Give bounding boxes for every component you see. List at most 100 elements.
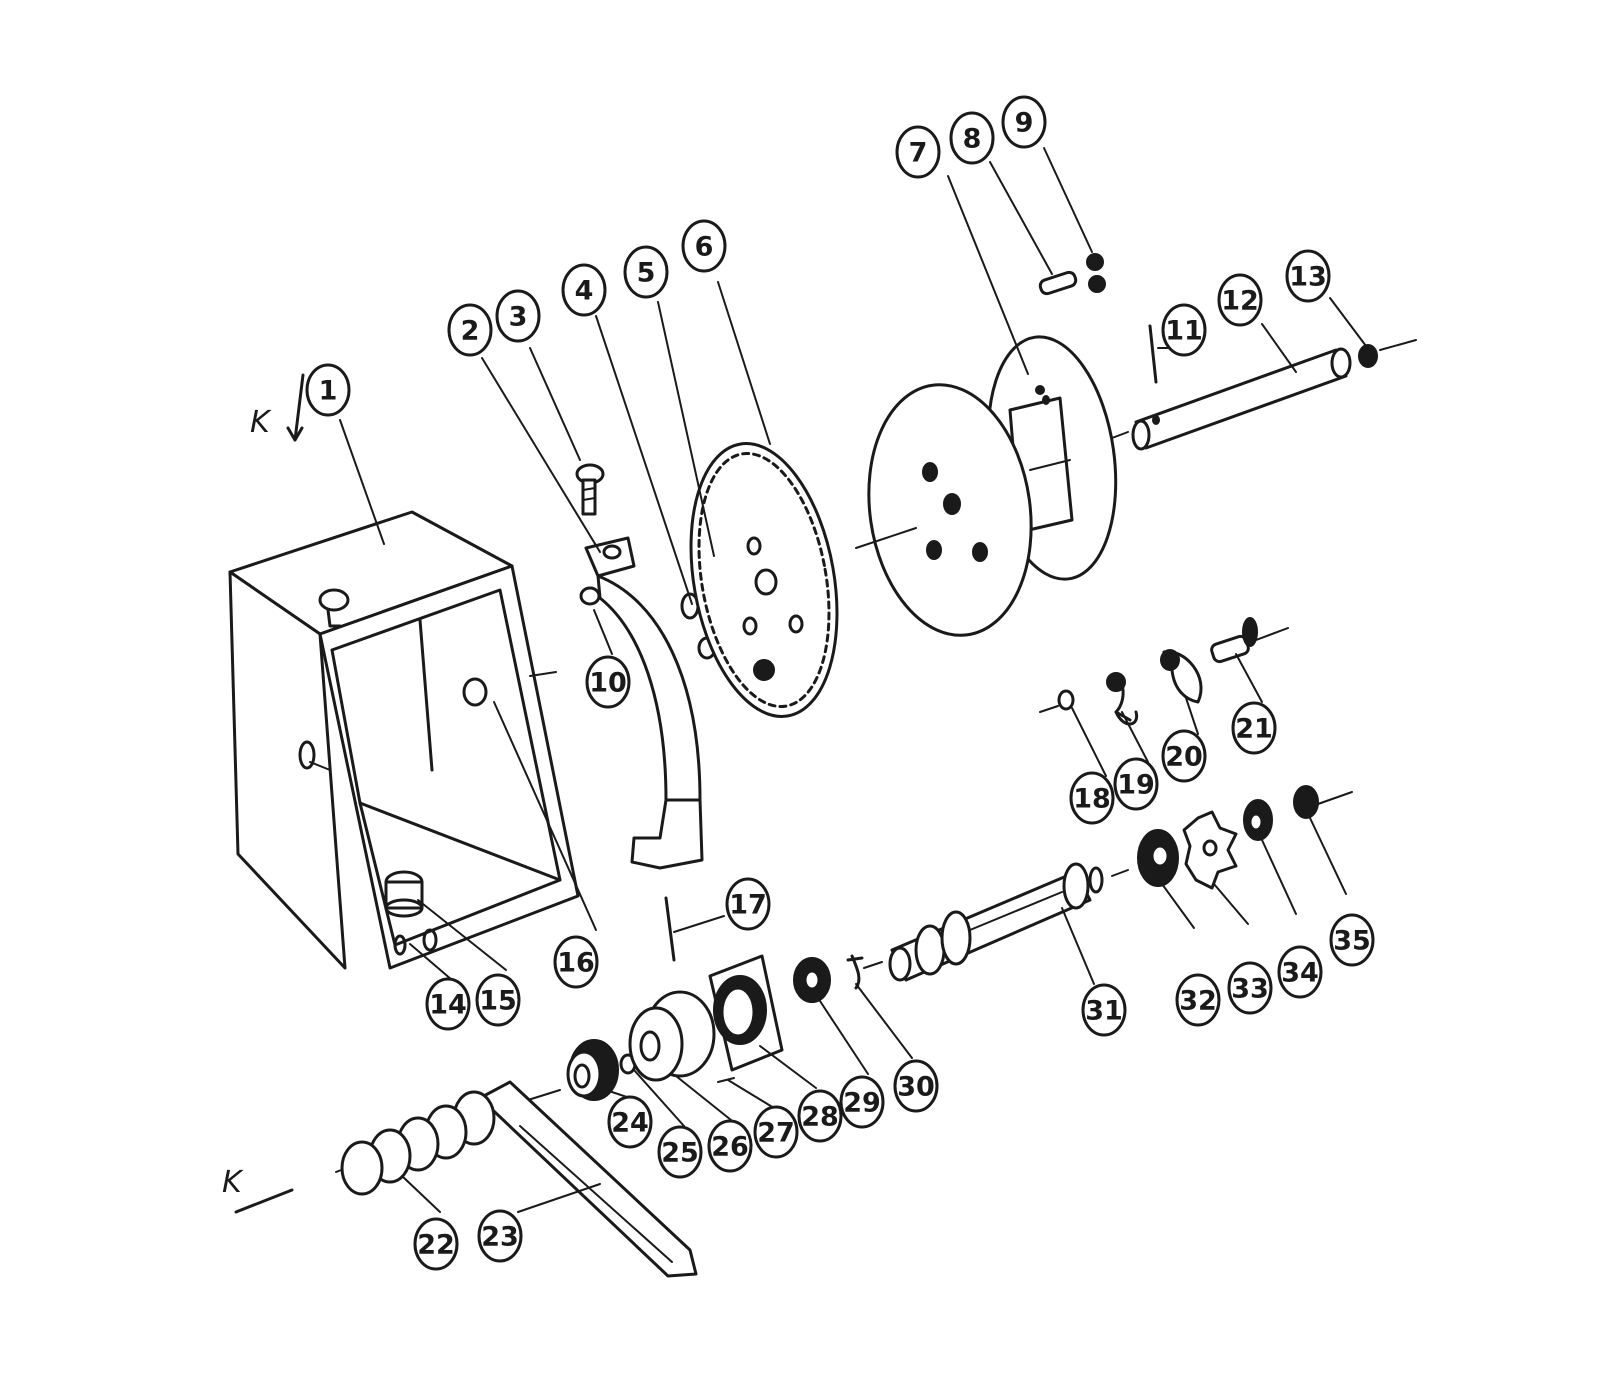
callout-label: 27 <box>757 1118 795 1149</box>
drum <box>867 335 1118 637</box>
callout-label: 2 <box>461 316 480 347</box>
callout-33: 33 <box>1227 961 1273 1015</box>
callout-circle <box>895 125 941 179</box>
callout-label: 13 <box>1289 262 1327 293</box>
callout-circle <box>1161 303 1207 357</box>
callout-circle <box>477 1209 523 1263</box>
callout-circle <box>839 1075 885 1129</box>
callout-16: 16 <box>553 935 599 989</box>
callout-32: 32 <box>1175 973 1221 1027</box>
callout-circle <box>707 1119 753 1173</box>
callout-1: 1 <box>305 363 351 417</box>
callout-15: 15 <box>475 973 521 1027</box>
callout-circle <box>425 977 471 1031</box>
callout-circle <box>657 1125 703 1179</box>
callout-label: 34 <box>1281 958 1319 989</box>
callout-circle <box>1231 701 1277 755</box>
view-arrow-bottom: K <box>222 1165 294 1214</box>
callout-label: 22 <box>417 1230 455 1261</box>
ratchet-parts <box>1057 617 1258 726</box>
callout-2: 2 <box>447 303 493 357</box>
pin-and-nut <box>1038 253 1106 296</box>
callout-circle <box>1161 729 1207 783</box>
callout-circle <box>561 263 607 317</box>
callout-circle <box>1227 961 1273 1015</box>
crank-handle <box>340 1080 698 1278</box>
callout-8: 8 <box>949 111 995 165</box>
callout-circle <box>681 219 727 273</box>
callout-19: 19 <box>1113 757 1159 811</box>
callout-label: 12 <box>1221 286 1259 317</box>
callout-18: 18 <box>1069 771 1115 825</box>
callout-circle <box>1081 983 1127 1037</box>
callout-3: 3 <box>495 289 541 343</box>
callout-21: 21 <box>1231 701 1277 755</box>
callout-circle <box>1217 273 1263 327</box>
gear-wheel <box>689 442 839 718</box>
callout-11: 11 <box>1161 303 1207 357</box>
callout-circle <box>585 655 631 709</box>
crank-shaft-parts <box>566 954 864 1101</box>
callout-circle <box>553 935 599 989</box>
callout-label: 10 <box>589 668 627 699</box>
callout-22: 22 <box>413 1217 459 1271</box>
callout-27: 27 <box>753 1105 799 1159</box>
callout-label: 35 <box>1333 926 1371 957</box>
callout-label: 16 <box>557 948 595 979</box>
callout-circle <box>607 1095 653 1149</box>
callout-circle <box>1277 945 1323 999</box>
callout-label: 11 <box>1165 316 1203 347</box>
callout-label: 24 <box>611 1108 649 1139</box>
callout-label: 29 <box>843 1088 881 1119</box>
callout-label: 3 <box>509 302 528 333</box>
callout-label: 19 <box>1117 770 1155 801</box>
callout-circle <box>1175 973 1221 1027</box>
callout-31: 31 <box>1081 983 1127 1037</box>
callout-20: 20 <box>1161 729 1207 783</box>
callout-circle <box>893 1059 939 1113</box>
bolt <box>575 463 605 516</box>
callout-label: 9 <box>1015 108 1034 139</box>
callout-circle <box>475 973 521 1027</box>
callout-24: 24 <box>607 1095 653 1149</box>
callout-label: 6 <box>695 232 714 263</box>
callout-label: 14 <box>429 990 467 1021</box>
pinion-shaft <box>888 862 1104 982</box>
callout-35: 35 <box>1329 913 1375 967</box>
callout-circle <box>1113 757 1159 811</box>
pin-17 <box>664 896 725 962</box>
callout-label: 32 <box>1179 986 1217 1017</box>
callout-circle <box>725 877 771 931</box>
callout-13: 13 <box>1285 249 1331 303</box>
callout-circle <box>1329 913 1375 967</box>
callout-circle <box>797 1089 843 1143</box>
callout-label: 20 <box>1165 742 1203 773</box>
callout-28: 28 <box>797 1089 843 1143</box>
callout-label: 8 <box>963 124 982 155</box>
callout-label: 23 <box>481 1222 519 1253</box>
callout-label: 28 <box>801 1102 839 1133</box>
callout-30: 30 <box>893 1059 939 1113</box>
callout-circle <box>753 1105 799 1159</box>
callout-label: 7 <box>909 138 928 169</box>
callout-circle <box>1285 249 1331 303</box>
callout-circle <box>495 289 541 343</box>
callout-29: 29 <box>839 1075 885 1129</box>
callout-circle <box>949 111 995 165</box>
callout-12: 12 <box>1217 273 1263 327</box>
callout-26: 26 <box>707 1119 753 1173</box>
callout-label: 1 <box>319 376 338 407</box>
callout-circle <box>623 245 669 299</box>
view-arrow-top: K <box>250 373 305 442</box>
end-washer <box>1358 344 1378 368</box>
callout-label: 25 <box>661 1138 699 1169</box>
callout-circle <box>305 363 351 417</box>
callout-label: 33 <box>1231 974 1269 1005</box>
callout-label: 18 <box>1073 784 1111 815</box>
callout-23: 23 <box>477 1209 523 1263</box>
callout-label: 5 <box>637 258 656 289</box>
callout-label: 21 <box>1235 714 1273 745</box>
